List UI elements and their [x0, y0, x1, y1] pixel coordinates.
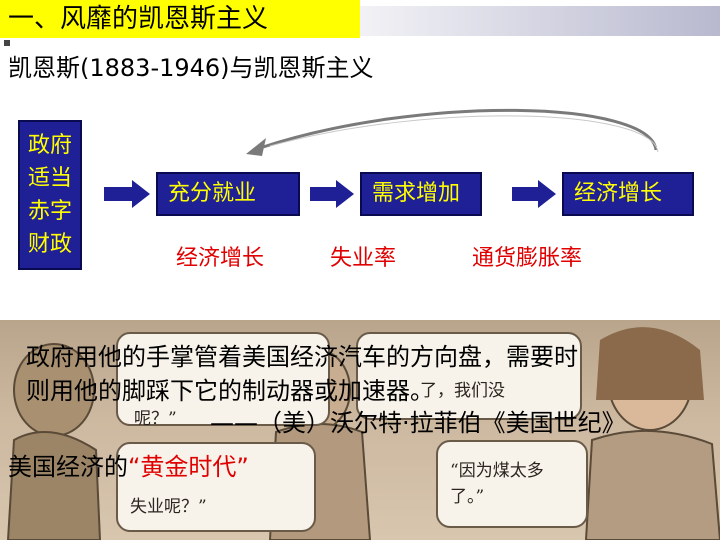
speech-bubble [356, 332, 582, 420]
speech-bubble [436, 440, 588, 528]
policy-line: 政府 [27, 133, 72, 158]
quote-line-1: 政府用他的手掌管着美国经济汽车的方向盘，需要时 [26, 343, 578, 371]
effect-label-inflation: 通货膨胀率 [472, 246, 583, 271]
bubble-text: 呢？” [134, 409, 177, 429]
step-box-full-employment: 充分就业 [156, 172, 300, 216]
golden-age-highlight: “黄金时代” [128, 453, 249, 481]
bubble-text: 了，我们没 [420, 381, 505, 401]
quote-line-2: 则用他的脚踩下它的制动器或加速器。 [26, 377, 434, 405]
speech-bubble [116, 332, 330, 426]
bubble-text: 了。” [450, 487, 485, 507]
title-bar [0, 0, 360, 38]
policy-line: 适当 [27, 166, 72, 191]
bullet-marker [4, 40, 10, 46]
arrow-right-icon [104, 180, 150, 208]
slide-subtitle: 凯恩斯(1883-1946)与凯恩斯主义 [8, 54, 374, 82]
curve-arrowhead-icon [246, 138, 266, 156]
feedback-curve-arrow [259, 108, 658, 151]
bubble-text: 失业呢？” [130, 497, 207, 517]
step-box-demand-increase: 需求增加 [360, 172, 482, 216]
policy-box: 政府 适当 赤字 财政 [18, 120, 82, 270]
cartoon-image: 了，我们没 呢？” 失业呢？” “因为煤太多 了。” [0, 320, 720, 540]
arrow-right-icon [512, 180, 556, 208]
step-box-economic-growth: 经济增长 [562, 172, 694, 216]
effect-label-growth: 经济增长 [176, 246, 265, 271]
slide-title: 一、风靡的凯恩斯主义 [8, 4, 269, 34]
golden-age-caption: 美国经济的“黄金时代” [8, 452, 249, 482]
policy-line: 财政 [27, 232, 72, 257]
speech-bubble [116, 442, 316, 532]
effect-label-unemployment: 失业率 [330, 246, 397, 271]
policy-line: 赤字 [27, 199, 72, 224]
flow-arrows [104, 108, 659, 208]
golden-age-prefix: 美国经济的 [8, 453, 128, 481]
title-gradient-band [360, 6, 720, 36]
bubble-text: “因为煤太多 [450, 461, 544, 481]
arrow-right-icon [310, 180, 354, 208]
quote-source: ——（美）沃尔特·拉菲伯《美国世纪》 [210, 409, 626, 437]
